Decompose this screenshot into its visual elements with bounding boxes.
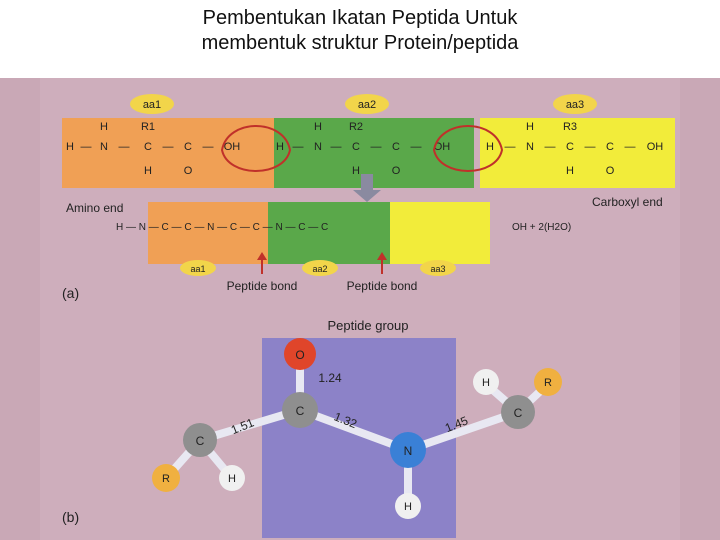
alpha-carbon-1-label: C [196, 434, 205, 448]
aa3-atom: OH [647, 141, 664, 153]
amide-hydrogen-label: H [404, 501, 412, 513]
aa2-atom: — [371, 141, 382, 153]
r-group-2-label: R [544, 377, 552, 389]
aa1-bottom-block [148, 202, 268, 264]
aa1-atom: R1 [141, 121, 155, 133]
hydrogen-1-label: H [228, 473, 236, 485]
bond-length-c-o: 1.24 [318, 371, 342, 385]
nitrogen-atom-label: N [404, 444, 413, 458]
amino-end-chain-text: H — N — C — C — N — C — C — N — C — C [116, 222, 328, 233]
peptide-plane-panel [262, 338, 456, 538]
aa3-atom: C [566, 141, 574, 153]
bond-n-calpha2 [404, 408, 522, 454]
title-line-1: Pembentukan Ikatan Peptida Untuk [202, 7, 518, 29]
carbonyl-carbon-label: C [296, 404, 305, 418]
peptide-group-header: Peptide group [328, 318, 409, 333]
aa3-atom: H [526, 121, 534, 133]
aa1-atom: C [144, 141, 152, 153]
page-title: Pembentukan Ikatan Peptida Untuk membent… [0, 6, 720, 56]
aa3-label: aa3 [566, 99, 584, 111]
aa3-atom: — [505, 141, 516, 153]
aa2-atom: H [314, 121, 322, 133]
aa1-atom: N [100, 141, 108, 153]
aa1-label-badge [130, 94, 174, 114]
water-byproduct-label: OH + 2(H2O) [512, 222, 571, 233]
aa3-bottom-label: aa3 [430, 264, 445, 274]
aa2-atom: O [392, 165, 401, 177]
aa1-atom: OH [224, 141, 241, 153]
alpha-carbon-1-atom [183, 423, 217, 457]
condensation-loop-2 [432, 125, 504, 172]
aa3-bottom-badge [420, 260, 456, 276]
aa1-atom: — [119, 141, 130, 153]
aa2-bottom-block [268, 202, 390, 264]
aa1-label: aa1 [143, 99, 161, 111]
peptide-bond-label-2: Peptide bond [347, 279, 418, 293]
aa3-top-block [480, 118, 675, 188]
aa3-atom: H [566, 165, 574, 177]
aa2-atom: C [392, 141, 400, 153]
aa2-atom: H [352, 165, 360, 177]
aa2-atom: R2 [349, 121, 363, 133]
aa3-atom: — [585, 141, 596, 153]
oxygen-atom-label: O [295, 348, 304, 362]
carboxyl-end-label: Carboxyl end [592, 195, 663, 209]
aa1-atom: — [163, 141, 174, 153]
alpha-carbon-2-atom [501, 395, 535, 429]
nitrogen-atom [390, 432, 426, 468]
aa2-atom: H [276, 141, 284, 153]
r-group-1-label: R [162, 473, 170, 485]
condensation-loop-1 [220, 125, 292, 172]
aa2-bottom-label: aa2 [312, 264, 327, 274]
aa1-atom: — [81, 141, 92, 153]
r-group-1-atom [152, 464, 180, 492]
aa2-label-badge [345, 94, 389, 114]
peptide-bond-arrowhead-2 [377, 252, 387, 260]
aa2-atom: — [331, 141, 342, 153]
title-line-2: membentuk struktur Protein/peptida [201, 32, 519, 54]
aa2-atom: — [411, 141, 422, 153]
aa3-label-badge [553, 94, 597, 114]
aa3-atom: N [526, 141, 534, 153]
aa1-bottom-badge [180, 260, 216, 276]
aa2-atom: — [293, 141, 304, 153]
peptide-bond-label-1: Peptide bond [227, 279, 298, 293]
aa1-bottom-label: aa1 [190, 264, 205, 274]
aa2-atom: OH [434, 141, 451, 153]
reaction-arrow-head [353, 190, 381, 202]
peptide-bond-arrowhead-1 [257, 252, 267, 260]
hydrogen-1-atom [219, 465, 245, 491]
hydrogen-2-atom [473, 369, 499, 395]
peptide-bond-figure: aa1 aa2 aa3 H R1 H — N — C — C — OH H O … [0, 78, 720, 540]
aa1-atom: O [184, 165, 193, 177]
aa2-top-block [274, 118, 474, 188]
aa3-atom: R3 [563, 121, 577, 133]
aa3-atom: — [545, 141, 556, 153]
aa1-atom: H [66, 141, 74, 153]
aa3-atom: H [486, 141, 494, 153]
hydrogen-2-label: H [482, 377, 490, 389]
bond-c-n [296, 406, 412, 454]
aa2-bottom-badge [302, 260, 338, 276]
aa1-atom: H [144, 165, 152, 177]
panel-a-label: (a) [62, 285, 79, 301]
reaction-arrow-shaft [361, 174, 373, 190]
aa1-atom: C [184, 141, 192, 153]
panel-b-label: (b) [62, 509, 79, 525]
aa2-atom: C [352, 141, 360, 153]
r-group-2-atom [534, 368, 562, 396]
oxygen-atom [284, 338, 316, 370]
aa3-atom: C [606, 141, 614, 153]
aa2-atom: N [314, 141, 322, 153]
aa3-atom: O [606, 165, 615, 177]
amide-hydrogen-atom [395, 493, 421, 519]
aa2-label: aa2 [358, 99, 376, 111]
aa1-atom: — [203, 141, 214, 153]
aa3-atom: — [625, 141, 636, 153]
amino-end-label: Amino end [66, 201, 123, 215]
aa1-atom: H [100, 121, 108, 133]
aa3-bottom-block [390, 202, 490, 264]
carbonyl-carbon-atom [282, 392, 318, 428]
alpha-carbon-2-label: C [514, 406, 523, 420]
